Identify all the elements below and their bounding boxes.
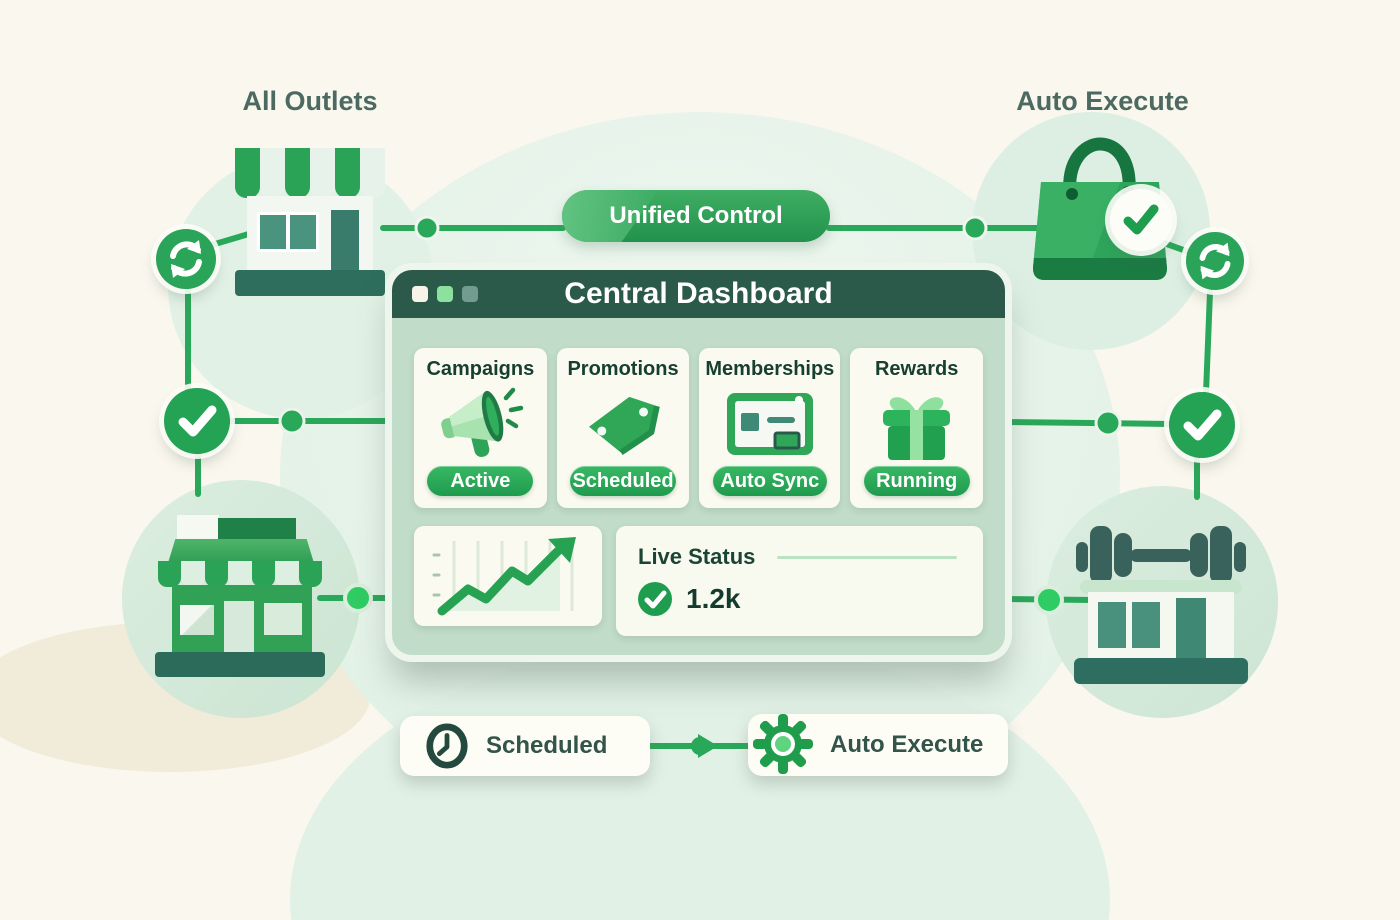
dumbbell-icon xyxy=(1130,549,1192,562)
gym-store-icon xyxy=(1072,518,1250,684)
divider-line xyxy=(777,555,958,559)
megaphone-icon xyxy=(420,381,541,466)
trend-up-chart-icon xyxy=(414,526,602,626)
card-title: Memberships xyxy=(705,358,835,380)
live-status-label: Live Status xyxy=(638,544,756,569)
window-controls xyxy=(412,286,478,302)
storefront-icon xyxy=(235,148,385,296)
window-dot-maximize[interactable] xyxy=(462,286,478,302)
window-dot-close[interactable] xyxy=(412,286,428,302)
status-badge[interactable]: Running xyxy=(863,466,970,496)
check-circle-icon xyxy=(164,388,230,454)
auto-execute-label: Auto Execute xyxy=(830,731,984,758)
scheduled-label: Scheduled xyxy=(486,732,608,759)
store-window xyxy=(257,212,319,252)
window-titlebar: Central Dashboard xyxy=(392,270,1005,318)
store-door xyxy=(331,210,359,276)
store-base xyxy=(235,270,385,296)
check-circle-icon xyxy=(638,582,672,616)
retail-store-icon xyxy=(150,505,330,677)
price-tag-icon xyxy=(563,381,684,466)
sync-icon xyxy=(1186,232,1244,290)
awning xyxy=(235,148,385,198)
live-status-value: 1.2k xyxy=(686,583,741,614)
window-title: Central Dashboard xyxy=(564,277,833,310)
unified-control-label: Unified Control xyxy=(609,202,783,229)
status-badge[interactable]: Auto Sync xyxy=(713,466,827,496)
card-title: Promotions xyxy=(567,358,679,380)
check-circle-icon xyxy=(1169,392,1235,458)
card-memberships: Memberships Auto Sync xyxy=(699,348,841,508)
membership-card-icon xyxy=(705,381,834,466)
status-badge[interactable]: Scheduled xyxy=(569,466,677,496)
card-promotions: Promotions Scheduled xyxy=(556,348,690,508)
status-badge[interactable]: Active xyxy=(427,466,534,496)
scheduled-pill[interactable]: Scheduled xyxy=(400,716,650,776)
sync-icon xyxy=(156,229,216,289)
card-campaigns: Campaigns xyxy=(414,348,547,508)
unified-control-pill[interactable]: Unified Control xyxy=(562,190,830,242)
auto-execute-top-label: Auto Execute xyxy=(1016,86,1189,116)
gift-icon xyxy=(856,381,977,466)
live-status-panel: Live Status 1.2k xyxy=(616,526,983,636)
gear-icon xyxy=(750,711,816,777)
card-title: Rewards xyxy=(874,358,959,380)
central-dashboard-window: Central Dashboard Campaigns xyxy=(392,270,1005,670)
auto-execute-pill[interactable]: Auto Execute xyxy=(748,714,1008,776)
connector-nodes xyxy=(278,215,1122,758)
card-rewards: Rewards Running xyxy=(850,348,983,508)
dashboard-cards: Campaigns xyxy=(414,348,983,508)
card-title: Campaigns xyxy=(426,358,535,380)
clock-icon xyxy=(424,723,470,769)
all-outlets-label: All Outlets xyxy=(242,86,378,116)
window-dot-minimize[interactable] xyxy=(437,286,453,302)
check-badge-icon xyxy=(1110,189,1172,251)
dashboard-bottom-row: Live Status 1.2k xyxy=(414,526,983,636)
